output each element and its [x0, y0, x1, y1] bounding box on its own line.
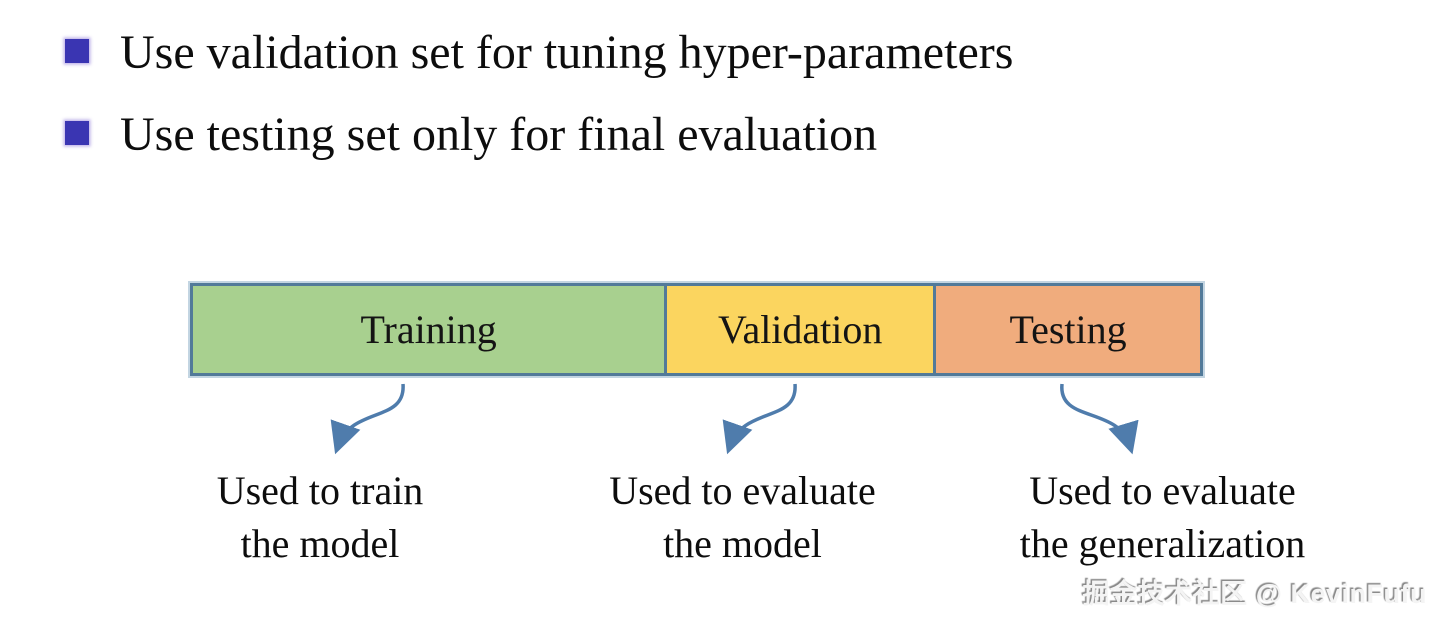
description-testing: Used to evaluate the generalization [975, 464, 1350, 570]
bullet-text: Use testing set only for final evaluatio… [120, 108, 878, 161]
bullet-text: Use validation set for tuning hyper-para… [120, 26, 1014, 79]
description-validation: Used to evaluate the model [565, 464, 920, 570]
description-line: the generalization [1019, 521, 1306, 567]
arrows-layer [330, 383, 1139, 455]
dataset-split-bar: Training Validation Testing [190, 283, 1203, 376]
description-line: the model [240, 521, 400, 567]
arrow-validation-icon [722, 383, 797, 455]
bullet-item-validation: Use validation set for tuning hyper-para… [65, 26, 1013, 80]
segment-training: Training [193, 286, 665, 373]
segment-training-label: Training [360, 307, 497, 352]
segment-testing: Testing [933, 286, 1200, 373]
bullet-square-icon [65, 121, 89, 145]
segment-testing-label: Testing [1009, 307, 1127, 352]
arrow-training-icon [330, 383, 405, 455]
description-training: Used to train the model [170, 464, 470, 570]
segment-validation: Validation [664, 286, 934, 373]
arrow-testing-icon [1060, 383, 1139, 455]
description-line: Used to train [216, 468, 424, 513]
bullet-item-testing: Use testing set only for final evaluatio… [65, 108, 877, 162]
watermark: 掘金技术社区 @ KevinFufu [1082, 579, 1427, 609]
description-line: the model [663, 521, 822, 567]
segment-validation-label: Validation [717, 307, 883, 352]
description-line: Used to evaluate [1029, 468, 1296, 513]
description-line: Used to evaluate [609, 468, 876, 513]
bullet-square-icon [65, 39, 89, 63]
